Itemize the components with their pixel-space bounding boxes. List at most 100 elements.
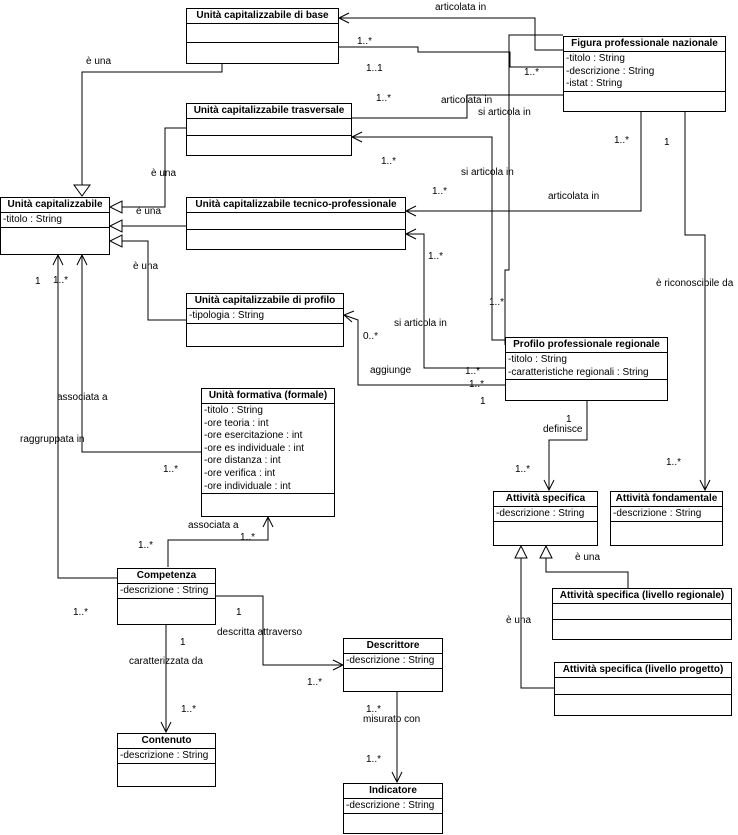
- class-contenuto[interactable]: Contenuto -descrizione : String: [117, 733, 216, 787]
- class-descrittore[interactable]: Descrittore -descrizione : String: [343, 638, 443, 692]
- assoc-label: è una: [133, 261, 159, 272]
- class-attributes: [187, 213, 405, 230]
- assoc-label: caratterizzata da: [129, 656, 203, 667]
- attribute: -descrizione : String: [566, 65, 655, 77]
- class-attributes: [187, 24, 338, 43]
- class-attributes: -titolo : String -caratteristiche region…: [506, 353, 667, 381]
- attribute: -titolo : String: [3, 214, 62, 225]
- class-attributes: -descrizione : String: [611, 507, 722, 522]
- assoc-label: si articola in: [478, 107, 531, 118]
- multiplicity-label: 1: [566, 414, 572, 425]
- class-profilo-professionale-regionale[interactable]: Profilo professionale regionale -titolo …: [505, 337, 668, 401]
- class-name: Indicatore: [344, 784, 442, 799]
- class-attivita-fondamentale[interactable]: Attività fondamentale -descrizione : Str…: [610, 491, 723, 546]
- attribute: -ore esercitazione : int: [204, 430, 303, 442]
- assoc-label: aggiunge: [370, 365, 412, 376]
- class-name: Attività specifica (livello progetto): [555, 663, 731, 678]
- assoc-label: è una: [506, 615, 532, 626]
- class-name: Descrittore: [344, 639, 442, 654]
- multiplicity-label: 1..*: [515, 464, 531, 475]
- attribute: -descrizione : String: [120, 585, 209, 596]
- attribute: -descrizione : String: [496, 508, 585, 519]
- class-name: Unità capitalizzabile di base: [187, 9, 338, 24]
- class-attributes: -titolo : String -ore teoria : int -ore …: [202, 404, 334, 495]
- multiplicity-label: 1..*: [53, 275, 69, 286]
- attribute: -descrizione : String: [613, 508, 702, 519]
- attribute: -ore verifica : int: [204, 467, 276, 479]
- multiplicity-label: 1..*: [366, 754, 382, 765]
- class-name: Contenuto: [118, 734, 215, 749]
- class-name: Competenza: [118, 569, 215, 584]
- multiplicity-label: 1: [480, 396, 486, 407]
- class-attributes: -titolo : String -descrizione : String -…: [564, 52, 725, 92]
- class-name: Unità capitalizzabile di profilo: [187, 294, 343, 309]
- multiplicity-label: 1..*: [524, 67, 540, 78]
- class-unita-capitalizzabile[interactable]: Unità capitalizzabile -titolo : String: [0, 197, 110, 255]
- assoc-label: si articola in: [394, 318, 447, 329]
- attribute: -descrizione : String: [346, 800, 435, 811]
- multiplicity-label: 1..*: [381, 156, 397, 167]
- multiplicity-label: 1..*: [163, 464, 179, 475]
- class-name: Unità capitalizzabile tecnico-profession…: [187, 198, 405, 213]
- attribute: -titolo : String: [566, 53, 625, 64]
- assoc-label: associata a: [188, 520, 239, 531]
- class-attivita-specifica[interactable]: Attività specifica -descrizione : String: [493, 491, 598, 546]
- class-attributes: -descrizione : String: [118, 584, 215, 599]
- assoc-label: descritta attraverso: [217, 627, 303, 638]
- class-attributes: -descrizione : String: [344, 654, 442, 669]
- assoc-label: è una: [86, 56, 112, 67]
- class-indicatore[interactable]: Indicatore -descrizione : String: [343, 783, 443, 834]
- class-name: Attività fondamentale: [611, 492, 722, 507]
- attribute: -caratteristiche regionali : String: [508, 366, 649, 378]
- multiplicity-label: 1..*: [666, 457, 682, 468]
- assoc-label: articolata in: [441, 95, 493, 106]
- attribute: -ore individuale : int: [204, 480, 291, 492]
- class-attributes: -titolo : String: [1, 213, 109, 228]
- attribute: -tipologia : String: [189, 310, 265, 321]
- class-name: Unità formativa (formale): [202, 389, 334, 404]
- multiplicity-label: 1..1: [366, 63, 383, 74]
- class-attivita-specifica-livello-progetto[interactable]: Attività specifica (livello progetto): [554, 662, 732, 716]
- multiplicity-label: 1..*: [307, 677, 323, 688]
- assoc-label: articolata in: [435, 2, 487, 13]
- attribute: -istat : String: [566, 78, 623, 90]
- class-attributes: -descrizione : String: [118, 749, 215, 764]
- multiplicity-label: 1..*: [138, 540, 154, 551]
- class-name: Profilo professionale regionale: [506, 338, 667, 353]
- class-attributes: -tipologia : String: [187, 309, 343, 324]
- class-competenza[interactable]: Competenza -descrizione : String: [117, 568, 216, 625]
- multiplicity-label: 1: [664, 137, 670, 148]
- class-attributes: -descrizione : String: [344, 799, 442, 814]
- assoc-label: raggruppata in: [20, 434, 85, 445]
- attribute: -ore teoria : int: [204, 417, 269, 429]
- multiplicity-label: 1: [180, 637, 186, 648]
- class-unita-formativa-formale[interactable]: Unità formativa (formale) -titolo : Stri…: [201, 388, 335, 517]
- multiplicity-label: 1..*: [376, 93, 392, 104]
- multiplicity-label: 1..*: [240, 532, 256, 543]
- multiplicity-label: 1..*: [357, 36, 373, 47]
- class-attributes: [553, 604, 731, 620]
- class-unita-capitalizzabile-tecnico-professionale[interactable]: Unità capitalizzabile tecnico-profession…: [186, 197, 406, 250]
- attribute: -descrizione : String: [346, 655, 435, 666]
- attribute: -titolo : String: [204, 405, 263, 416]
- assoc-label: è una: [575, 552, 601, 563]
- multiplicity-label: 1..*: [432, 186, 448, 197]
- attribute: -descrizione : String: [120, 750, 209, 761]
- class-unita-capitalizzabile-trasversale[interactable]: Unità capitalizzabile trasversale: [186, 103, 352, 156]
- multiplicity-label: 1..*: [614, 135, 630, 146]
- assoc-label: si articola in: [461, 167, 514, 178]
- class-attivita-specifica-livello-regionale[interactable]: Attività specifica (livello regionale): [552, 588, 732, 640]
- assoc-label: è una: [151, 168, 177, 179]
- multiplicity-label: 1..*: [465, 366, 481, 377]
- class-figura-professionale-nazionale[interactable]: Figura professionale nazionale -titolo :…: [563, 36, 726, 112]
- class-name: Attività specifica (livello regionale): [553, 589, 731, 604]
- class-unita-capitalizzabile-di-profilo[interactable]: Unità capitalizzabile di profilo -tipolo…: [186, 293, 344, 347]
- assoc-label: definisce: [543, 424, 583, 435]
- multiplicity-label: 1..*: [489, 297, 505, 308]
- class-name: Unità capitalizzabile: [1, 198, 109, 213]
- class-name: Unità capitalizzabile trasversale: [187, 104, 351, 119]
- class-unita-capitalizzabile-di-base[interactable]: Unità capitalizzabile di base: [186, 8, 339, 64]
- multiplicity-label: 0..*: [363, 331, 379, 342]
- attribute: -ore distanza : int: [204, 455, 281, 467]
